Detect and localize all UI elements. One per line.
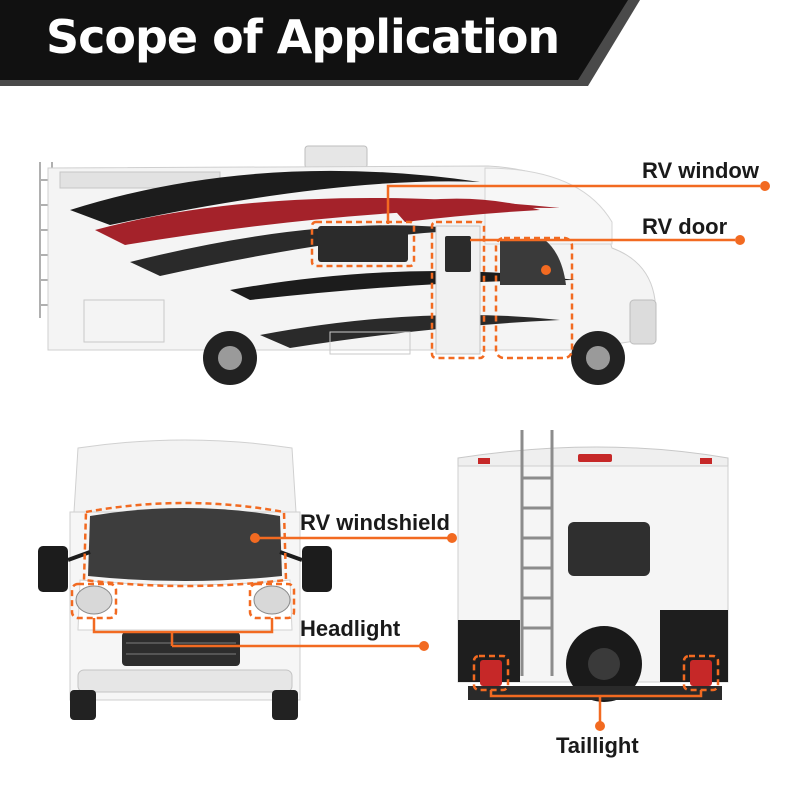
callout-rv-window xyxy=(310,181,770,268)
callout-headlight xyxy=(70,582,429,651)
rv-side-view-illustration xyxy=(39,145,657,385)
callout-taillight xyxy=(472,654,720,731)
callout-rv-door xyxy=(430,220,745,360)
label-rv-door: RV door xyxy=(642,214,728,239)
label-headlight: Headlight xyxy=(300,616,401,641)
rv-front-view-illustration xyxy=(38,439,332,720)
rv-rear-view-illustration xyxy=(457,430,729,702)
label-rv-windshield: RV windshield xyxy=(300,510,450,535)
callout-rv-windshield xyxy=(82,501,457,588)
page-title: Scope of Application xyxy=(46,10,560,64)
title-banner xyxy=(0,0,640,86)
label-taillight: Taillight xyxy=(556,733,639,758)
label-rv-window: RV window xyxy=(642,158,759,183)
